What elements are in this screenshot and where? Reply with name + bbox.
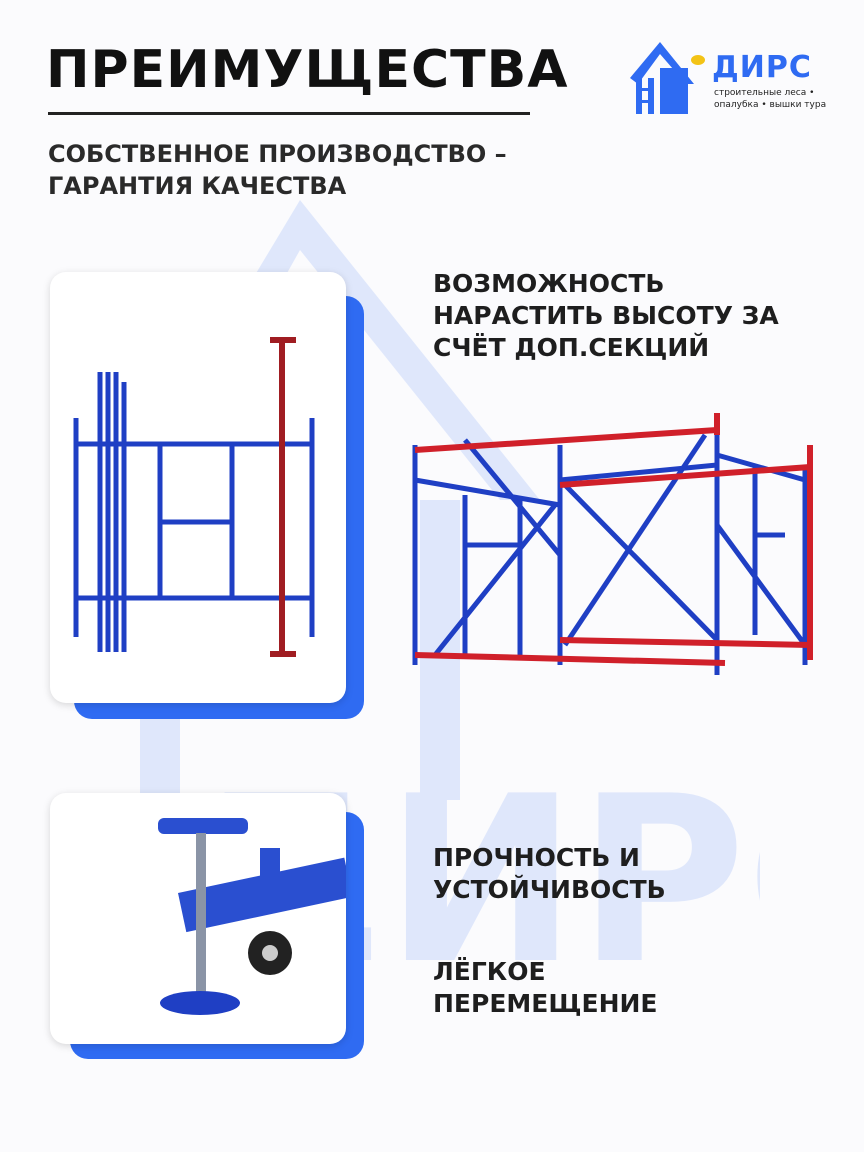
subtitle-line: СОБСТВЕННОЕ ПРОИЗВОДСТВО –: [48, 140, 507, 168]
logo-tagline: строительные леса •: [714, 88, 815, 98]
page-title: ПРЕИМУЩЕСТВА: [46, 40, 569, 100]
logo-tagline: опалубка • вышки тура: [714, 100, 827, 110]
caster-wheel-photo: [50, 793, 346, 1044]
feature-easy-movement: ЛЁГКОЕ ПЕРЕМЕЩЕНИЕ: [433, 956, 658, 1020]
scaffold-frames-photo: [50, 272, 346, 703]
feature-line: ЛЁГКОЕ: [433, 957, 546, 986]
feature-line: ПРОЧНОСТЬ И: [433, 843, 640, 872]
brand-logo-icon: [630, 42, 705, 114]
subtitle-line: ГАРАНТИЯ КАЧЕСТВА: [48, 172, 347, 200]
logo-name: ДИРС: [712, 50, 812, 85]
feature-line: УСТОЙЧИВОСТЬ: [433, 875, 666, 904]
caster-wheel-image: [158, 818, 346, 1015]
feature-extendable-height: ВОЗМОЖНОСТЬ НАРАСТИТЬ ВЫСОТУ ЗА СЧЁТ ДОП…: [433, 268, 779, 364]
feature-line: СЧЁТ ДОП.СЕКЦИЙ: [433, 333, 710, 362]
feature-strength-stability: ПРОЧНОСТЬ И УСТОЙЧИВОСТЬ: [433, 842, 666, 906]
feature-line: ВОЗМОЖНОСТЬ: [433, 269, 665, 298]
title-divider: [48, 112, 530, 115]
feature-line: НАРАСТИТЬ ВЫСОТУ ЗА: [433, 301, 779, 330]
feature-line: ПЕРЕМЕЩЕНИЕ: [433, 989, 658, 1018]
scaffold-frames-image: [73, 337, 315, 657]
stacked-scaffold-image: [412, 413, 813, 675]
subtitle: СОБСТВЕННОЕ ПРОИЗВОДСТВО – ГАРАНТИЯ КАЧЕ…: [48, 138, 507, 202]
